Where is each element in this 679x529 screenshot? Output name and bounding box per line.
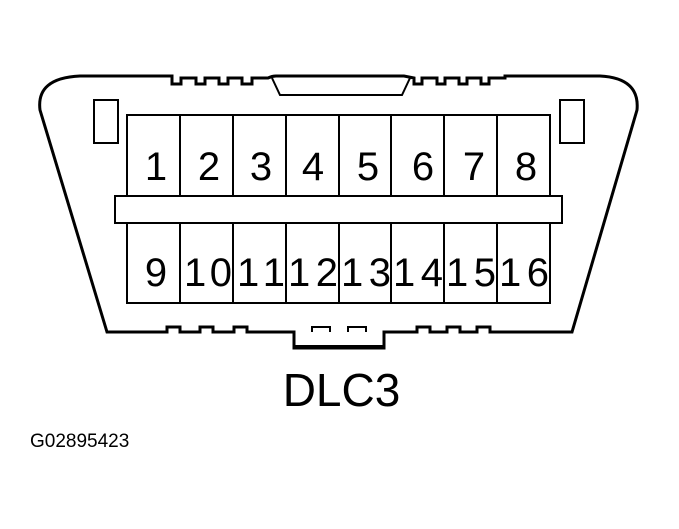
top-key-tab: [271, 77, 411, 96]
pin-10-label: 10: [184, 251, 232, 295]
pin-11-label: 11: [237, 251, 285, 295]
pin-5-label: 5: [357, 145, 379, 189]
figure-id: G02895423: [30, 431, 130, 452]
pin-7-label: 7: [463, 145, 485, 189]
bottom-key-tab: [293, 326, 385, 347]
connector-title: DLC3: [282, 364, 401, 416]
pin-4-label: 4: [302, 145, 324, 189]
pin-3-label: 3: [250, 145, 272, 189]
pin-15-label: 15: [446, 251, 496, 295]
right-latch: [559, 99, 585, 144]
pin-8-label: 8: [515, 145, 537, 189]
pin-16-label: 16: [499, 251, 549, 295]
pin-2-label: 2: [198, 145, 220, 189]
center-divider-bar: [114, 195, 563, 224]
pin-12-label: 12: [288, 251, 338, 295]
pin-9-label: 9: [145, 251, 167, 295]
connector-shell-outline: [38, 74, 639, 350]
pin-1-label: 1: [145, 145, 167, 189]
pin-13-label: 13: [341, 251, 391, 295]
top-pin-row: [126, 114, 551, 197]
left-latch: [93, 99, 119, 144]
pin-6-label: 6: [412, 145, 434, 189]
pin-14-label: 14: [393, 251, 443, 295]
bottom-pin-row: [126, 222, 551, 304]
